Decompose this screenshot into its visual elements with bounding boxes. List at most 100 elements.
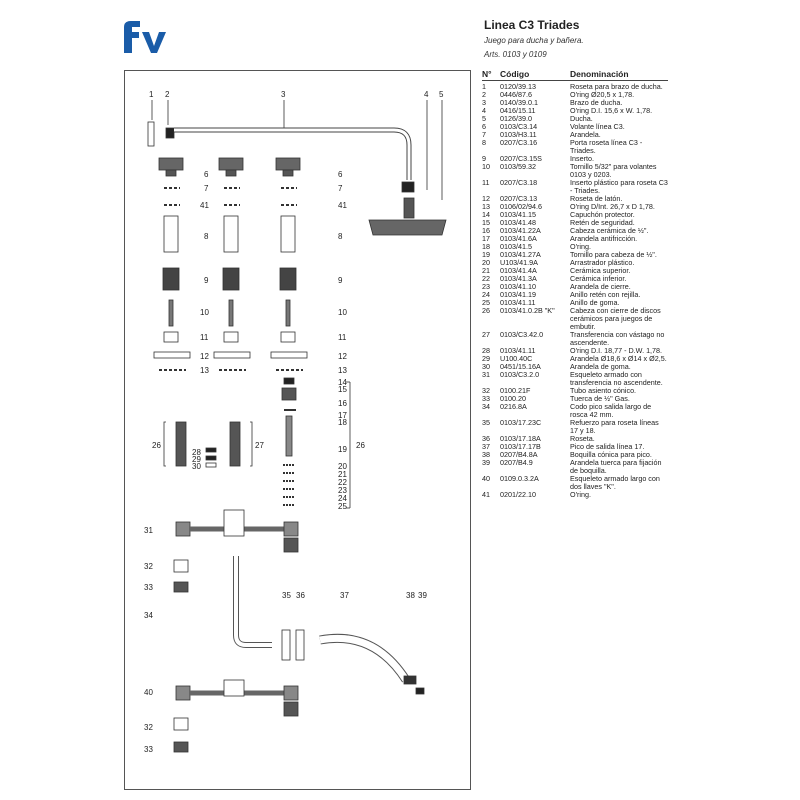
callout-12: 12: [338, 352, 347, 361]
part-number: 29: [482, 354, 490, 363]
table-row: 7 0103/H3.11 Arandela.: [482, 131, 668, 139]
part-code: 0103/41.48: [500, 218, 536, 227]
part-number: 15: [482, 218, 490, 227]
callout-38: 38: [406, 591, 415, 600]
part-code: 0103/41.27A: [500, 250, 541, 259]
table-row: 15 0103/41.48 Retén de seguridad.: [482, 219, 668, 227]
part-code: 0103/C3.2.0: [500, 370, 540, 379]
part-name: Esqueleto armado largo con dos llaves "K…: [570, 474, 660, 491]
column-right: [270, 157, 351, 509]
part-name: Inserto plástico para roseta C3 - Triade…: [570, 178, 668, 195]
callout-20: 20: [338, 462, 347, 471]
part-name: Brazo de ducha.: [570, 98, 623, 107]
callout-14: 14: [338, 378, 347, 387]
part-code: U103/41.9A: [500, 258, 538, 267]
part-name: O'ring.: [570, 490, 591, 499]
part-number: 35: [482, 418, 490, 427]
part-code: 0103/H3.11: [500, 130, 537, 139]
callout-27: 27: [255, 441, 264, 450]
part-name: Retén de seguridad.: [570, 218, 635, 227]
callout-11: 11: [338, 333, 347, 342]
part-code: U100.40C: [500, 354, 533, 363]
part-name: Arandela antifricción.: [570, 234, 638, 243]
part-number: 39: [482, 458, 490, 467]
callout-24: 24: [338, 494, 347, 503]
part-code: 0103/17.18A: [500, 434, 541, 443]
part-number: 19: [482, 250, 490, 259]
callout-left-12: 12: [200, 352, 209, 361]
callout-13: 13: [338, 366, 347, 375]
callout-1: 1: [149, 90, 154, 99]
callout-left-41: 41: [200, 201, 209, 210]
diagram-frame: [124, 70, 471, 790]
part-name: O'ring D.I. 18,77 - D.W. 1,78.: [570, 346, 663, 355]
part-code: 0103/41.4A: [500, 266, 537, 275]
part-name: O'ring D.I. 15,6 x W. 1,78.: [570, 106, 653, 115]
part-name: Volante línea C3.: [570, 122, 625, 131]
fv-logo: [124, 21, 166, 53]
callout-8: 8: [338, 232, 343, 241]
part-number: 27: [482, 330, 490, 339]
part-code: 0207/C3.13: [500, 194, 538, 203]
part-number: 1: [482, 82, 486, 91]
part-name: Cabeza con cierre de discos cerámicos pa…: [570, 306, 661, 331]
callout-33-b: 33: [144, 745, 153, 754]
part-code: 0140/39.0.1: [500, 98, 538, 107]
callout-7: 7: [338, 184, 343, 193]
parts-table-header: N° Código Denominación: [482, 70, 668, 81]
part-code: 0103/17.23C: [500, 418, 542, 427]
diagram-shapes: [147, 100, 447, 753]
part-name: Tornillo 5/32" para volantes 0103 y 0203…: [570, 162, 657, 179]
part-number: 16: [482, 226, 490, 235]
part-name: Arandela.: [570, 130, 601, 139]
callout-18: 18: [338, 418, 347, 427]
part-name: Cerámica superior.: [570, 266, 631, 275]
exploded-diagram: 1 2 3 4 5 6 7 41 8 9 10 11 12 13 6 7 41 …: [144, 90, 447, 754]
column-left: [153, 157, 191, 371]
part-code: 0103/41.5: [500, 242, 532, 251]
col-code-header: Código: [500, 69, 530, 79]
part-name: Capuchón protector.: [570, 210, 635, 219]
callout-35: 35: [282, 591, 291, 600]
callout-16: 16: [338, 399, 347, 408]
callout-37: 37: [340, 591, 349, 600]
part-code: 0106/02/94.6: [500, 202, 542, 211]
part-number: 37: [482, 442, 490, 451]
callout-28: 28: [192, 448, 201, 457]
part-code: 0207/C3.18: [500, 178, 538, 187]
callout-41: 41: [338, 201, 347, 210]
callout-17: 17: [338, 411, 347, 420]
callout-3: 3: [281, 90, 286, 99]
part-code: 0100.21F: [500, 386, 531, 395]
part-name: O'ring D/Int. 26,7 x D 1,78.: [570, 202, 655, 211]
callout-15: 15: [338, 385, 347, 394]
part-code: 0126/39.0: [500, 114, 532, 123]
part-number: 2: [482, 90, 486, 99]
part-code: 0451/15.16A: [500, 362, 541, 371]
part-number: 21: [482, 266, 490, 275]
callout-left-13: 13: [200, 366, 209, 375]
part-number: 5: [482, 114, 486, 123]
part-name: Arandela de cierre.: [570, 282, 631, 291]
part-number: 7: [482, 130, 486, 139]
page-title: Linea C3 Triades: [484, 18, 580, 32]
